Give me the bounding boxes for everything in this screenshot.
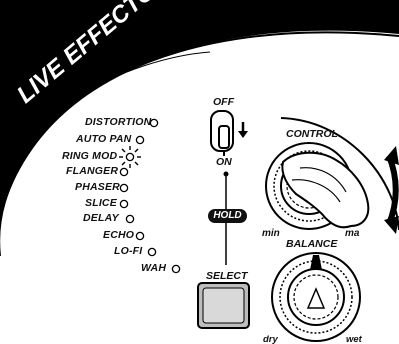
control-knob[interactable] [266,143,352,229]
switch-down-arrow-icon [238,122,248,138]
effect-label-flanger[interactable]: FLANGER [66,165,118,177]
effect-label-wah[interactable]: WAH [141,262,166,274]
switch-on-label: ON [216,156,232,168]
led-flanger [120,168,127,175]
effect-label-delay[interactable]: DELAY [83,212,119,224]
led-wah [172,265,179,272]
balance-label: BALANCE [286,238,337,250]
balance-knob[interactable] [272,253,360,341]
effect-label-auto-pan[interactable]: AUTO PAN [76,133,131,145]
control-label: CONTROL [286,128,338,140]
led-delay [126,215,133,222]
led-auto-pan [136,136,143,143]
select-label: SELECT [206,270,247,282]
balance-dry-label: dry [263,334,278,344]
led-slice [120,200,127,207]
effect-label-distortion[interactable]: DISTORTION [85,116,151,128]
led-lo-fi [148,248,155,255]
led-ring-mod [126,153,133,160]
switch-off-label: OFF [213,96,234,108]
led-distortion [150,119,157,126]
select-button[interactable] [198,283,249,328]
hold-badge: HOLD [208,209,247,223]
led-phaser [120,184,127,191]
balance-wet-label: wet [346,334,362,344]
control-min-label: min [262,228,280,239]
effect-label-slice[interactable]: SLICE [85,197,117,209]
led-echo [136,232,143,239]
effect-label-phaser[interactable]: PHASER [75,181,120,193]
effect-label-lo-fi[interactable]: LO-FI [114,245,142,257]
effect-label-ring-mod[interactable]: RING MOD [62,150,117,162]
effect-label-echo[interactable]: ECHO [103,229,134,241]
rotate-arrow-icon [384,146,399,234]
power-switch[interactable] [208,109,236,154]
control-max-label: ma [345,228,359,239]
